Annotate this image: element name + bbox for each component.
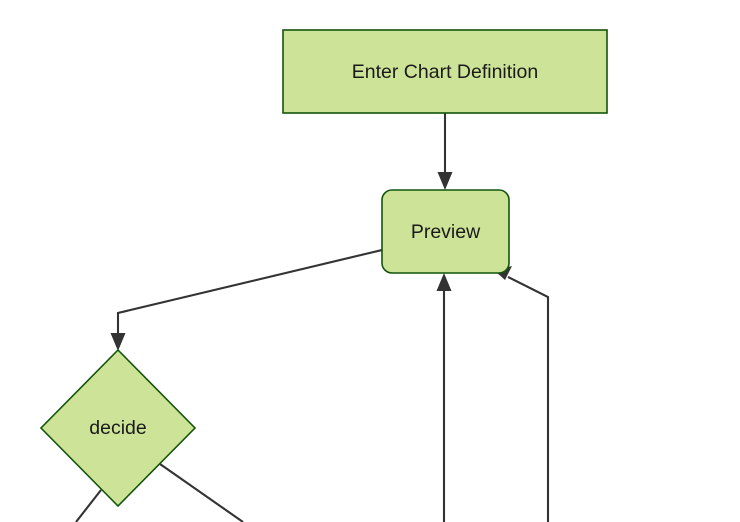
node-preview[interactable]: Preview (381, 189, 510, 274)
edge-offscreen-center-to-preview (436, 273, 452, 522)
edge-line (507, 276, 550, 522)
arrowhead-icon (110, 333, 126, 351)
edge-line (116, 248, 383, 337)
edge-decide-down-right (159, 463, 244, 522)
node-shape-rectangle[interactable] (282, 29, 608, 114)
arrowhead-icon (495, 266, 512, 280)
edge-line (75, 489, 102, 522)
arrowhead-icon (437, 172, 453, 190)
node-shape-diamond[interactable] (39, 348, 197, 508)
node-decide[interactable]: decide (39, 348, 197, 508)
edge-preview-to-decide (110, 248, 383, 351)
edge-offscreen-right-to-preview (495, 266, 550, 522)
edge-decide-down-left (75, 489, 102, 522)
node-shape-rounded-rectangle[interactable] (381, 189, 510, 274)
arrowhead-icon (436, 273, 452, 291)
node-enter-chart-definition[interactable]: Enter Chart Definition (282, 29, 608, 114)
edge-line (159, 463, 244, 522)
edge-enter-to-preview (437, 113, 453, 190)
